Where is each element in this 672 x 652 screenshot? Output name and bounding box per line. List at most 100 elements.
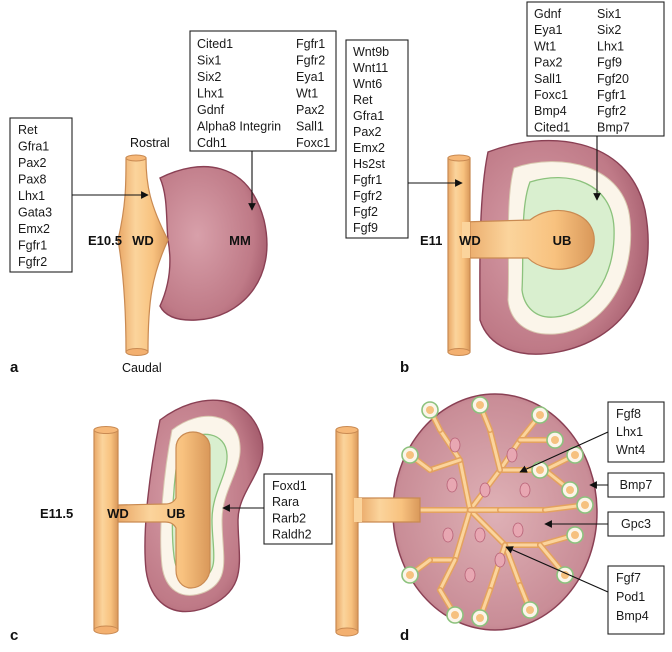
gene-label: Fgfr1: [597, 88, 626, 102]
ureteric-tree-d: [401, 396, 594, 627]
branch-tip: [571, 531, 579, 539]
branch-tip: [571, 451, 579, 459]
gene-label: Gfra1: [353, 109, 384, 123]
gene-label: Rarb2: [272, 511, 306, 525]
gene-box-cap-d: [607, 472, 665, 498]
gene-label: Wnt11: [353, 61, 388, 75]
wolffian-duct-a: [117, 157, 169, 353]
gene-label: Foxc1: [296, 136, 330, 150]
ureteric-stalk-d: [357, 497, 421, 523]
duct-bottom-opening-c: [93, 625, 119, 635]
wolffian-duct-d: [335, 429, 359, 633]
gene-label: Emx2: [353, 141, 385, 155]
ureteric-branch: [438, 558, 457, 592]
gene-label: Fgf2: [353, 205, 378, 219]
label-wd-c: WD: [107, 506, 129, 521]
branch-tip: [566, 486, 574, 494]
gene-box-wolffian-duct-b: [345, 39, 409, 239]
branch-tip: [406, 571, 414, 579]
gene-label: Fgf7: [616, 571, 641, 585]
gene-label: Rara: [272, 495, 299, 509]
nephron-vesicle: [519, 482, 531, 498]
gene-label: Wt1: [534, 39, 556, 53]
gene-label: Cdh1: [197, 136, 227, 150]
branch-tip: [406, 451, 414, 459]
branch-tip: [451, 611, 459, 619]
gene-label: Gfra1: [18, 140, 49, 154]
gene-label: Foxc1: [534, 88, 568, 102]
gene-label: Pax8: [18, 173, 47, 187]
gene-label: Hs2st: [353, 157, 385, 171]
label-wd-a: WD: [132, 233, 154, 248]
arrow-tip-d: [519, 431, 609, 473]
gene-label: Emx2: [18, 222, 50, 236]
gene-label: Sall1: [296, 120, 324, 134]
gene-label: Foxd1: [272, 479, 307, 493]
gene-label: Cited1: [197, 37, 233, 51]
gene-label: Fgfr2: [353, 189, 382, 203]
panel-letter-d: d: [400, 627, 409, 644]
stage-label-c: E11.5: [40, 506, 73, 521]
label-ub-c: UB: [167, 506, 186, 521]
branch-tip: [476, 614, 484, 622]
gene-stalk-d: Gpc3: [621, 517, 651, 531]
wolffian-duct-c: [93, 429, 119, 631]
duct-bottom-opening-a: [125, 348, 149, 356]
gene-label: Wnt9b: [353, 45, 389, 59]
label-caudal: Caudal: [122, 361, 162, 375]
duct-bottom-opening-b: [447, 348, 471, 356]
branch-tip: [581, 501, 589, 509]
gene-label: Wt1: [296, 87, 318, 101]
ureteric-branch: [488, 543, 507, 592]
duct-top-opening-a: [125, 154, 147, 162]
gene-label: Lhx1: [597, 39, 624, 53]
gene-label: Wnt4: [616, 443, 645, 457]
nephron-vesicle: [506, 447, 518, 463]
gene-label: Ret: [353, 93, 373, 107]
gene-label: Pax2: [353, 125, 382, 139]
duct-top-opening-c: [93, 426, 119, 434]
panel-a: WD MM E10.5 Rostral Caudal a RetGfra1Pax…: [9, 30, 337, 376]
nephron-vesicle: [464, 567, 476, 583]
nephron-vesicle: [494, 552, 506, 568]
metanephric-mesenchyme: [159, 166, 268, 321]
gene-label: Six2: [197, 70, 221, 84]
gene-box-mm: [189, 30, 337, 152]
panel-letter-c: c: [10, 627, 18, 644]
label-mm: MM: [229, 233, 251, 248]
gene-label: Sall1: [534, 72, 562, 86]
branch-tip: [526, 606, 534, 614]
gene-label: Wnt6: [353, 77, 382, 91]
gene-label: Fgf9: [353, 221, 378, 235]
gene-box-cap-mesenchyme: [526, 1, 665, 137]
branch-tip: [426, 406, 434, 414]
gene-label: Fgf9: [597, 56, 622, 70]
gene-label: Six2: [597, 23, 621, 37]
branch-tip: [536, 411, 544, 419]
nephron-vesicle: [479, 482, 491, 498]
label-ub-b: UB: [553, 233, 572, 248]
panel-letter-b: b: [400, 359, 409, 376]
gene-label: Ret: [18, 123, 38, 137]
gene-box-wolffian-duct-a: [9, 117, 73, 273]
branch-tip: [551, 436, 559, 444]
gene-cap-d: Bmp7: [620, 478, 653, 492]
ureteric-bud-b: [461, 209, 595, 270]
gene-label: Bmp4: [616, 609, 649, 623]
nephron-vesicle: [449, 437, 461, 453]
gene-label: Six1: [197, 54, 221, 68]
gene-box-stroma-c: [263, 473, 333, 545]
nephron-vesicle: [446, 477, 458, 493]
branch-tip: [536, 466, 544, 474]
arrow-stroma-d: [505, 546, 609, 593]
gene-label: Gata3: [18, 206, 52, 220]
nephron-vesicle: [512, 522, 524, 538]
